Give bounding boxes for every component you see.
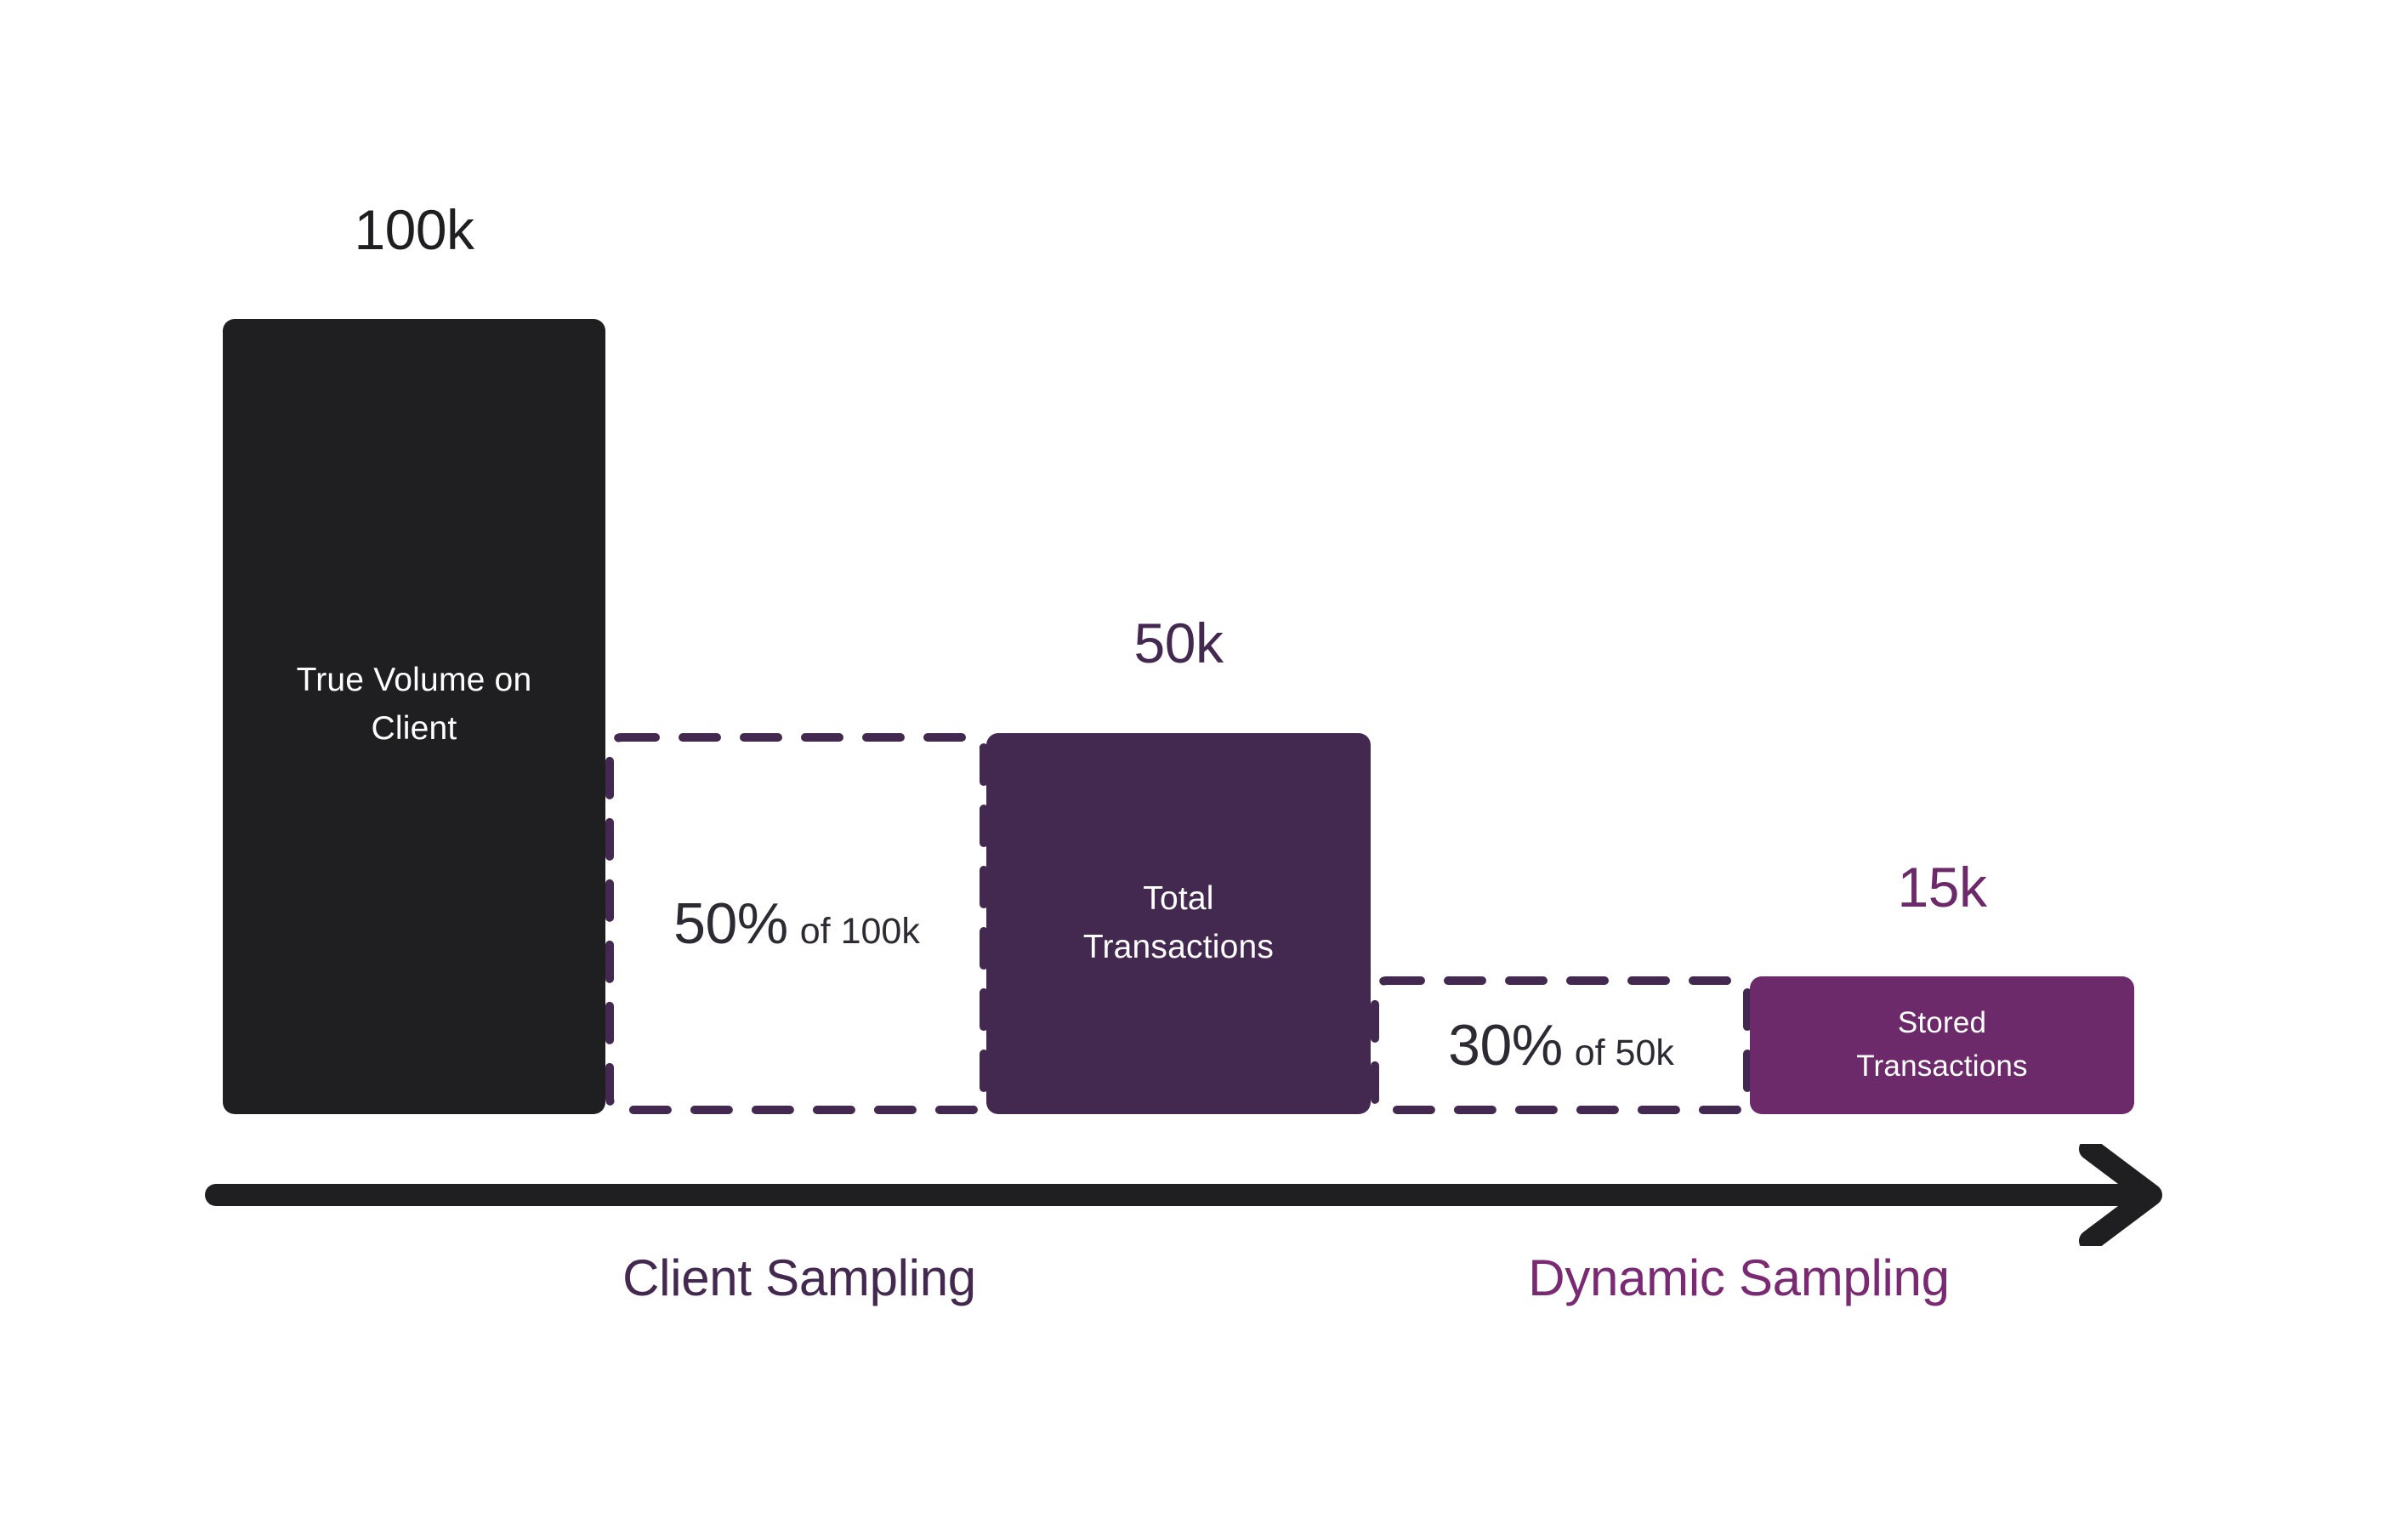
reduction-of-label-client: of 100k (799, 911, 920, 952)
reduction-of-label-dynamic: of 50k (1574, 1033, 1674, 1073)
reduction-box-dynamic-sampling: 30% of 50k (1371, 976, 1752, 1114)
reduction-text-dynamic: 30% of 50k (1448, 1012, 1674, 1078)
bar-label-total-transactions-line1: Total (1143, 880, 1214, 918)
bar-label-true-volume-line2: Client (371, 709, 457, 747)
phase-label-dynamic-sampling: Dynamic Sampling (1528, 1249, 1950, 1306)
bar-label-total-transactions-line2: Transactions (1082, 929, 1275, 965)
bar-label-stored-transactions-line1: Stored (1897, 1006, 1987, 1040)
bar-label-stored-transactions-line2: Transactions (1856, 1050, 2028, 1083)
value-label-true-volume: 100k (354, 198, 474, 261)
bar-label-true-volume-line1: True Volume on (296, 661, 532, 698)
reduction-box-client-sampling: 50% of 100k (605, 733, 988, 1114)
bar-stored-transactions: Stored Transactions (1750, 976, 2134, 1114)
bar-true-volume-on-client: True Volume on Client (223, 319, 605, 1114)
bar-label-stored-transactions: Stored Transactions (1856, 1002, 2027, 1089)
bar-label-true-volume: True Volume on Client (297, 657, 532, 753)
reduction-percent-dynamic: 30% (1448, 1013, 1563, 1078)
bar-total-transactions: Total Transactions (986, 733, 1371, 1114)
arrow-right-icon (205, 1144, 2162, 1246)
bar-label-total-transactions: Total Transactions (1083, 875, 1274, 971)
phase-label-client-sampling: Client Sampling (622, 1249, 976, 1306)
value-label-total-transactions: 50k (1133, 612, 1224, 674)
value-label-stored-transactions: 15k (1897, 856, 1987, 919)
reduction-percent-client: 50% (673, 891, 788, 956)
reduction-text-client: 50% of 100k (673, 890, 920, 957)
